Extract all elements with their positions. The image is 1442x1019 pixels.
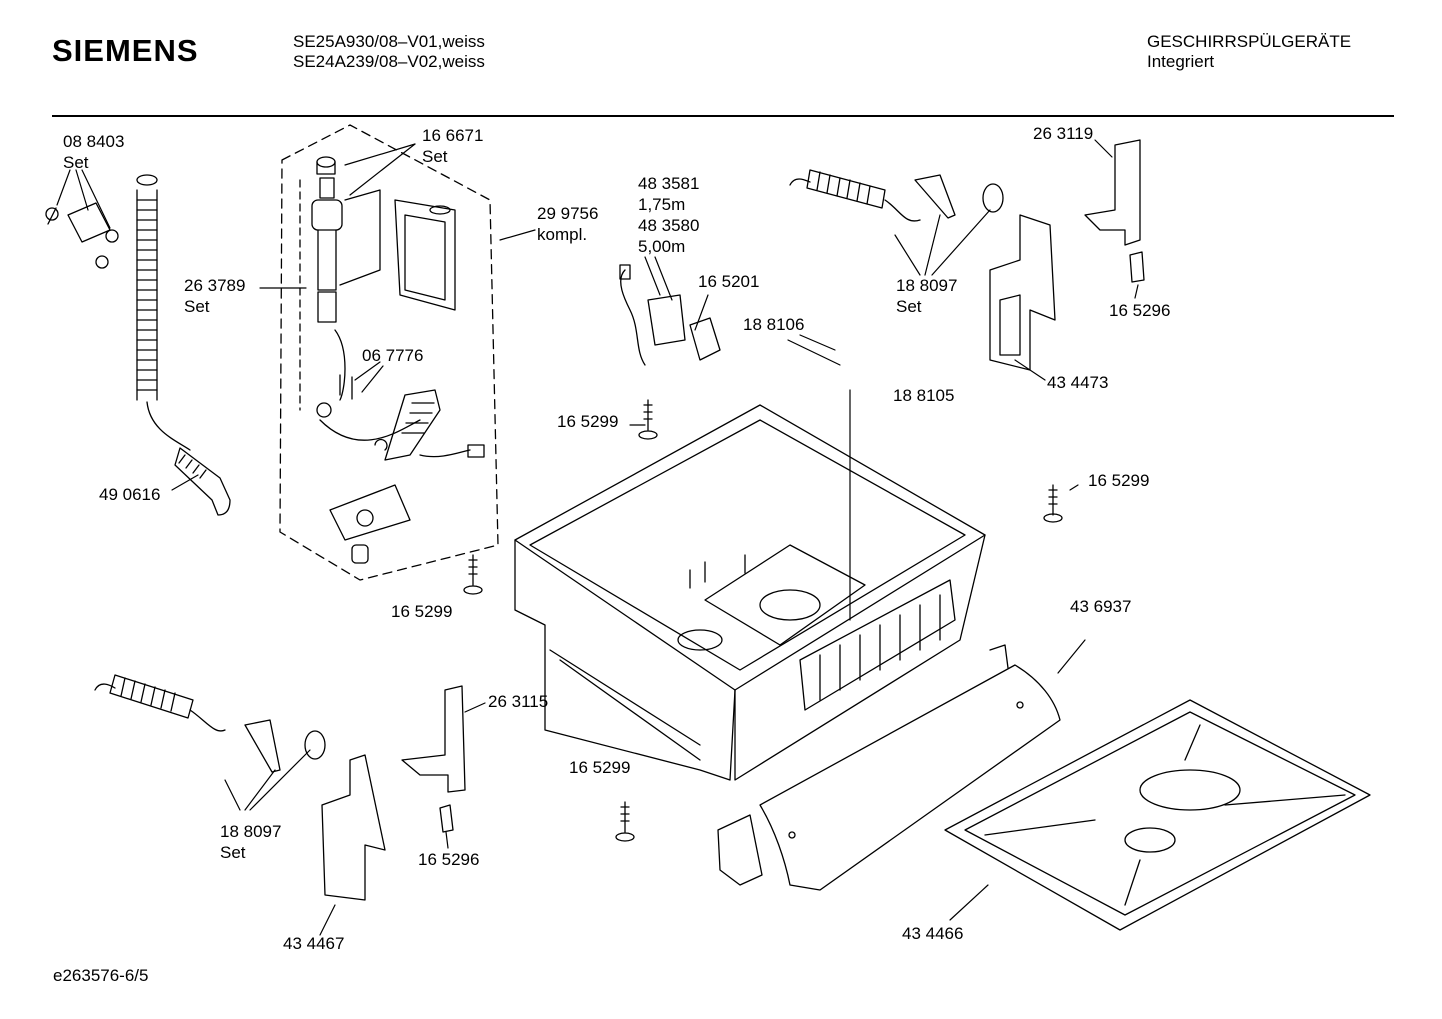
part-label-16-5296-right: 16 5296 [1109,301,1171,320]
header-divider [52,115,1394,117]
dishwasher-tub [514,404,986,781]
door-spring-top [789,169,1004,222]
part-label-16-5299-d: 16 5299 [569,758,631,777]
hinge-bracket-left [321,685,466,901]
drawing-id: e263576-6/5 [53,966,149,985]
door-spring-bottom [94,674,326,773]
part-label-43-6937: 43 6937 [1070,597,1132,616]
part-label-43-4473: 43 4473 [1047,373,1109,392]
part-label-49-0616: 49 0616 [99,485,161,504]
part-label-43-4466: 43 4466 [902,924,964,943]
category-title: GESCHIRRSPÜLGERÄTE [1147,32,1352,51]
part-label-16-5299-a: 16 5299 [557,412,619,431]
part-label-06-7776: 06 7776 [362,346,424,365]
drain-hose [136,174,231,516]
brand-logo: SIEMENS [52,33,199,68]
part-label-26-3115: 26 3115 [488,692,549,711]
model-line-1: SE25A930/08–V01,weiss [293,32,485,51]
part-label-18-8105: 18 8105 [893,386,955,405]
part-label-43-4467: 43 4467 [283,934,345,953]
plinth-panel [717,644,1061,891]
inlet-valve [311,156,485,564]
part-label-16-5299-c: 16 5299 [391,602,453,621]
part-label-16-5296-left: 16 5296 [418,850,480,869]
part-label-26-3119: 26 3119 [1033,124,1094,143]
leader-lines [56,139,1139,936]
part-label-16-5201: 16 5201 [698,272,760,291]
model-line-2: SE24A239/08–V02,weiss [293,52,485,71]
part-label-16-5299-b: 16 5299 [1088,471,1150,490]
valve-assembly-outline [279,124,499,581]
power-cord [619,264,721,366]
base-plate [944,699,1371,931]
hose-clamps [45,202,119,269]
hinge-bracket-right [989,139,1145,371]
category-subtitle: Integriert [1147,52,1215,71]
part-label-18-8106: 18 8106 [743,315,805,334]
leveling-feet [463,399,1063,842]
